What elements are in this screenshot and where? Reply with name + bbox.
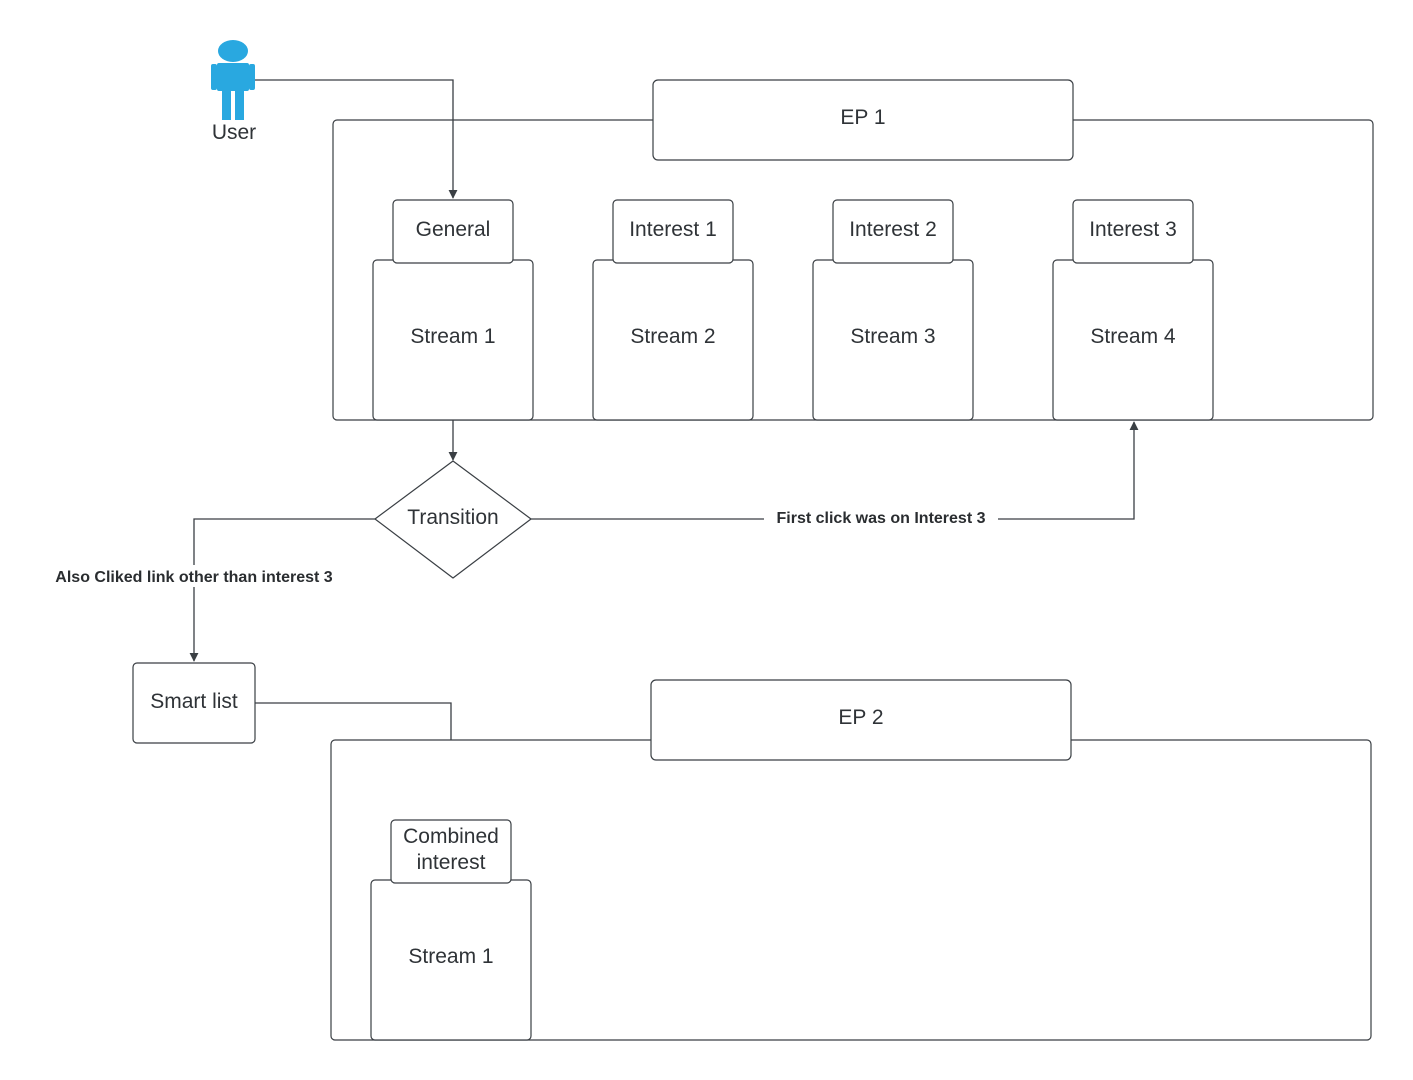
user-actor-icon[interactable] (211, 40, 255, 120)
tab-box-general[interactable] (392, 199, 514, 264)
transition-decision[interactable] (374, 460, 532, 579)
stream-label-1: Stream 1 (410, 325, 495, 348)
ep2-title: EP 2 (838, 706, 883, 729)
ep1-group: EP 1 General Stream 1 Interest 1 Stream … (332, 79, 1374, 421)
ep2-title-box[interactable] (650, 679, 1072, 761)
ep2-stream-label-1: Stream 1 (408, 945, 493, 968)
connector-transition-to-stream4 (531, 421, 1139, 520)
ep1-title-box[interactable] (652, 79, 1074, 161)
ep2-group: EP 2 Combined interest Stream 1 (330, 679, 1372, 1041)
smart-list-label: Smart list (150, 690, 238, 713)
stream-label-4: Stream 4 (1090, 325, 1176, 348)
smart-list-box[interactable] (132, 662, 256, 744)
tab-box-interest-2[interactable] (832, 199, 954, 264)
edge-label-also-clicked: Also Cliked link other than interest 3 (55, 569, 332, 586)
tab-label-interest-1: Interest 1 (629, 218, 717, 241)
user-label: User (212, 121, 256, 144)
tab-label-combined-line1: Combined (403, 825, 499, 848)
ep1-title: EP 1 (840, 106, 885, 129)
connector-user-to-general (255, 79, 458, 199)
tab-box-combined-interest[interactable] (390, 819, 512, 884)
transition-label: Transition (407, 506, 498, 529)
tab-label-general: General (416, 218, 491, 241)
tab-box-interest-1[interactable] (612, 199, 734, 264)
tab-label-interest-3: Interest 3 (1089, 218, 1177, 241)
tab-box-interest-3[interactable] (1072, 199, 1194, 264)
edge-label-first-click: First click was on Interest 3 (777, 510, 986, 527)
tab-label-interest-2: Interest 2 (849, 218, 937, 241)
connector-transition-to-smartlist (189, 518, 375, 662)
stream-label-2: Stream 2 (630, 325, 715, 348)
stream-label-3: Stream 3 (850, 325, 935, 348)
tab-label-combined-line2: interest (417, 851, 486, 874)
